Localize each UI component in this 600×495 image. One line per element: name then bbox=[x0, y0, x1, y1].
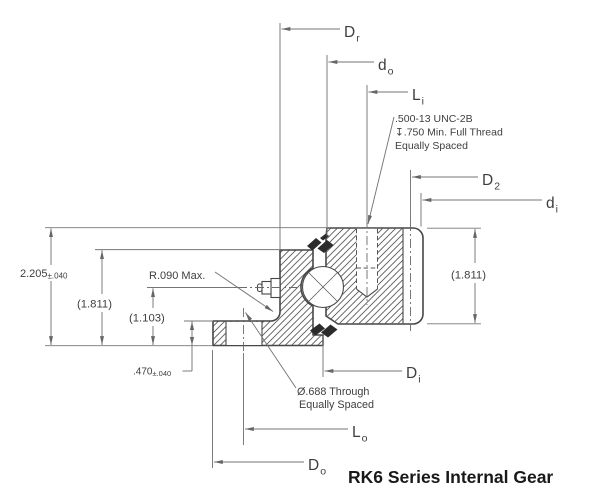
dim-Dr: Dr bbox=[281, 24, 360, 45]
dim-flange-thickness: .470±.040 bbox=[133, 321, 195, 379]
svg-text:(1.103): (1.103) bbox=[129, 313, 165, 325]
seal-bottom bbox=[310, 323, 338, 338]
svg-text:↧.750 Min. Full Thread: ↧.750 Min. Full Thread bbox=[395, 127, 503, 139]
svg-text:.500-13 UNC-2B: .500-13 UNC-2B bbox=[395, 113, 473, 125]
dim-Di: Di bbox=[324, 365, 421, 386]
svg-text:(1.811): (1.811) bbox=[451, 270, 486, 282]
svg-text:Li: Li bbox=[412, 87, 424, 108]
dim-gear-ring-height: (1.811) bbox=[77, 250, 112, 345]
dim-Li: Li bbox=[368, 87, 424, 108]
dim-Do: Do bbox=[214, 457, 326, 478]
svg-text:Ø.688 Through: Ø.688 Through bbox=[297, 386, 369, 398]
dim-do: do bbox=[328, 57, 394, 78]
svg-text:di: di bbox=[546, 195, 558, 216]
svg-text:.470±.040: .470±.040 bbox=[133, 367, 171, 379]
svg-text:do: do bbox=[378, 57, 394, 78]
svg-text:(1.811): (1.811) bbox=[77, 299, 112, 311]
dim-D2: D2 bbox=[412, 172, 500, 193]
dim-grease-fitting-height: (1.103) bbox=[129, 288, 165, 345]
dim-Lo: Lo bbox=[245, 424, 368, 445]
callout-tapped-hole: .500-13 UNC-2B ↧.750 Min. Full Thread Eq… bbox=[367, 113, 503, 225]
gear-ring-section bbox=[212, 249, 324, 347]
gear-ring-body bbox=[212, 249, 324, 347]
svg-text:Dr: Dr bbox=[344, 24, 360, 45]
dim-outer-ring-height: (1.811) bbox=[451, 229, 486, 323]
through-hole-void bbox=[226, 322, 262, 345]
svg-text:Di: Di bbox=[406, 365, 421, 386]
ball-bearing bbox=[301, 265, 345, 309]
callout-fillet-radius: R.090 Max. bbox=[149, 270, 274, 312]
callout-through-hole: Ø.688 Through Equally Spaced bbox=[245, 312, 374, 411]
svg-text:Do: Do bbox=[308, 457, 326, 478]
svg-text:Lo: Lo bbox=[352, 424, 368, 445]
dim-overall-height: 2.205±.040 bbox=[20, 228, 68, 345]
svg-text:2.205±.040: 2.205±.040 bbox=[20, 268, 68, 281]
dim-di: di bbox=[422, 195, 558, 216]
grease-fitting bbox=[256, 277, 281, 299]
svg-text:Equally Spaced: Equally Spaced bbox=[299, 399, 374, 411]
svg-text:Equally Spaced: Equally Spaced bbox=[395, 140, 468, 152]
svg-text:D2: D2 bbox=[482, 172, 500, 193]
centerlines bbox=[238, 219, 411, 353]
svg-text:R.090 Max.: R.090 Max. bbox=[149, 270, 205, 282]
drawing-title: RK6 Series Internal Gear bbox=[348, 467, 553, 487]
extension-lines bbox=[45, 23, 481, 468]
